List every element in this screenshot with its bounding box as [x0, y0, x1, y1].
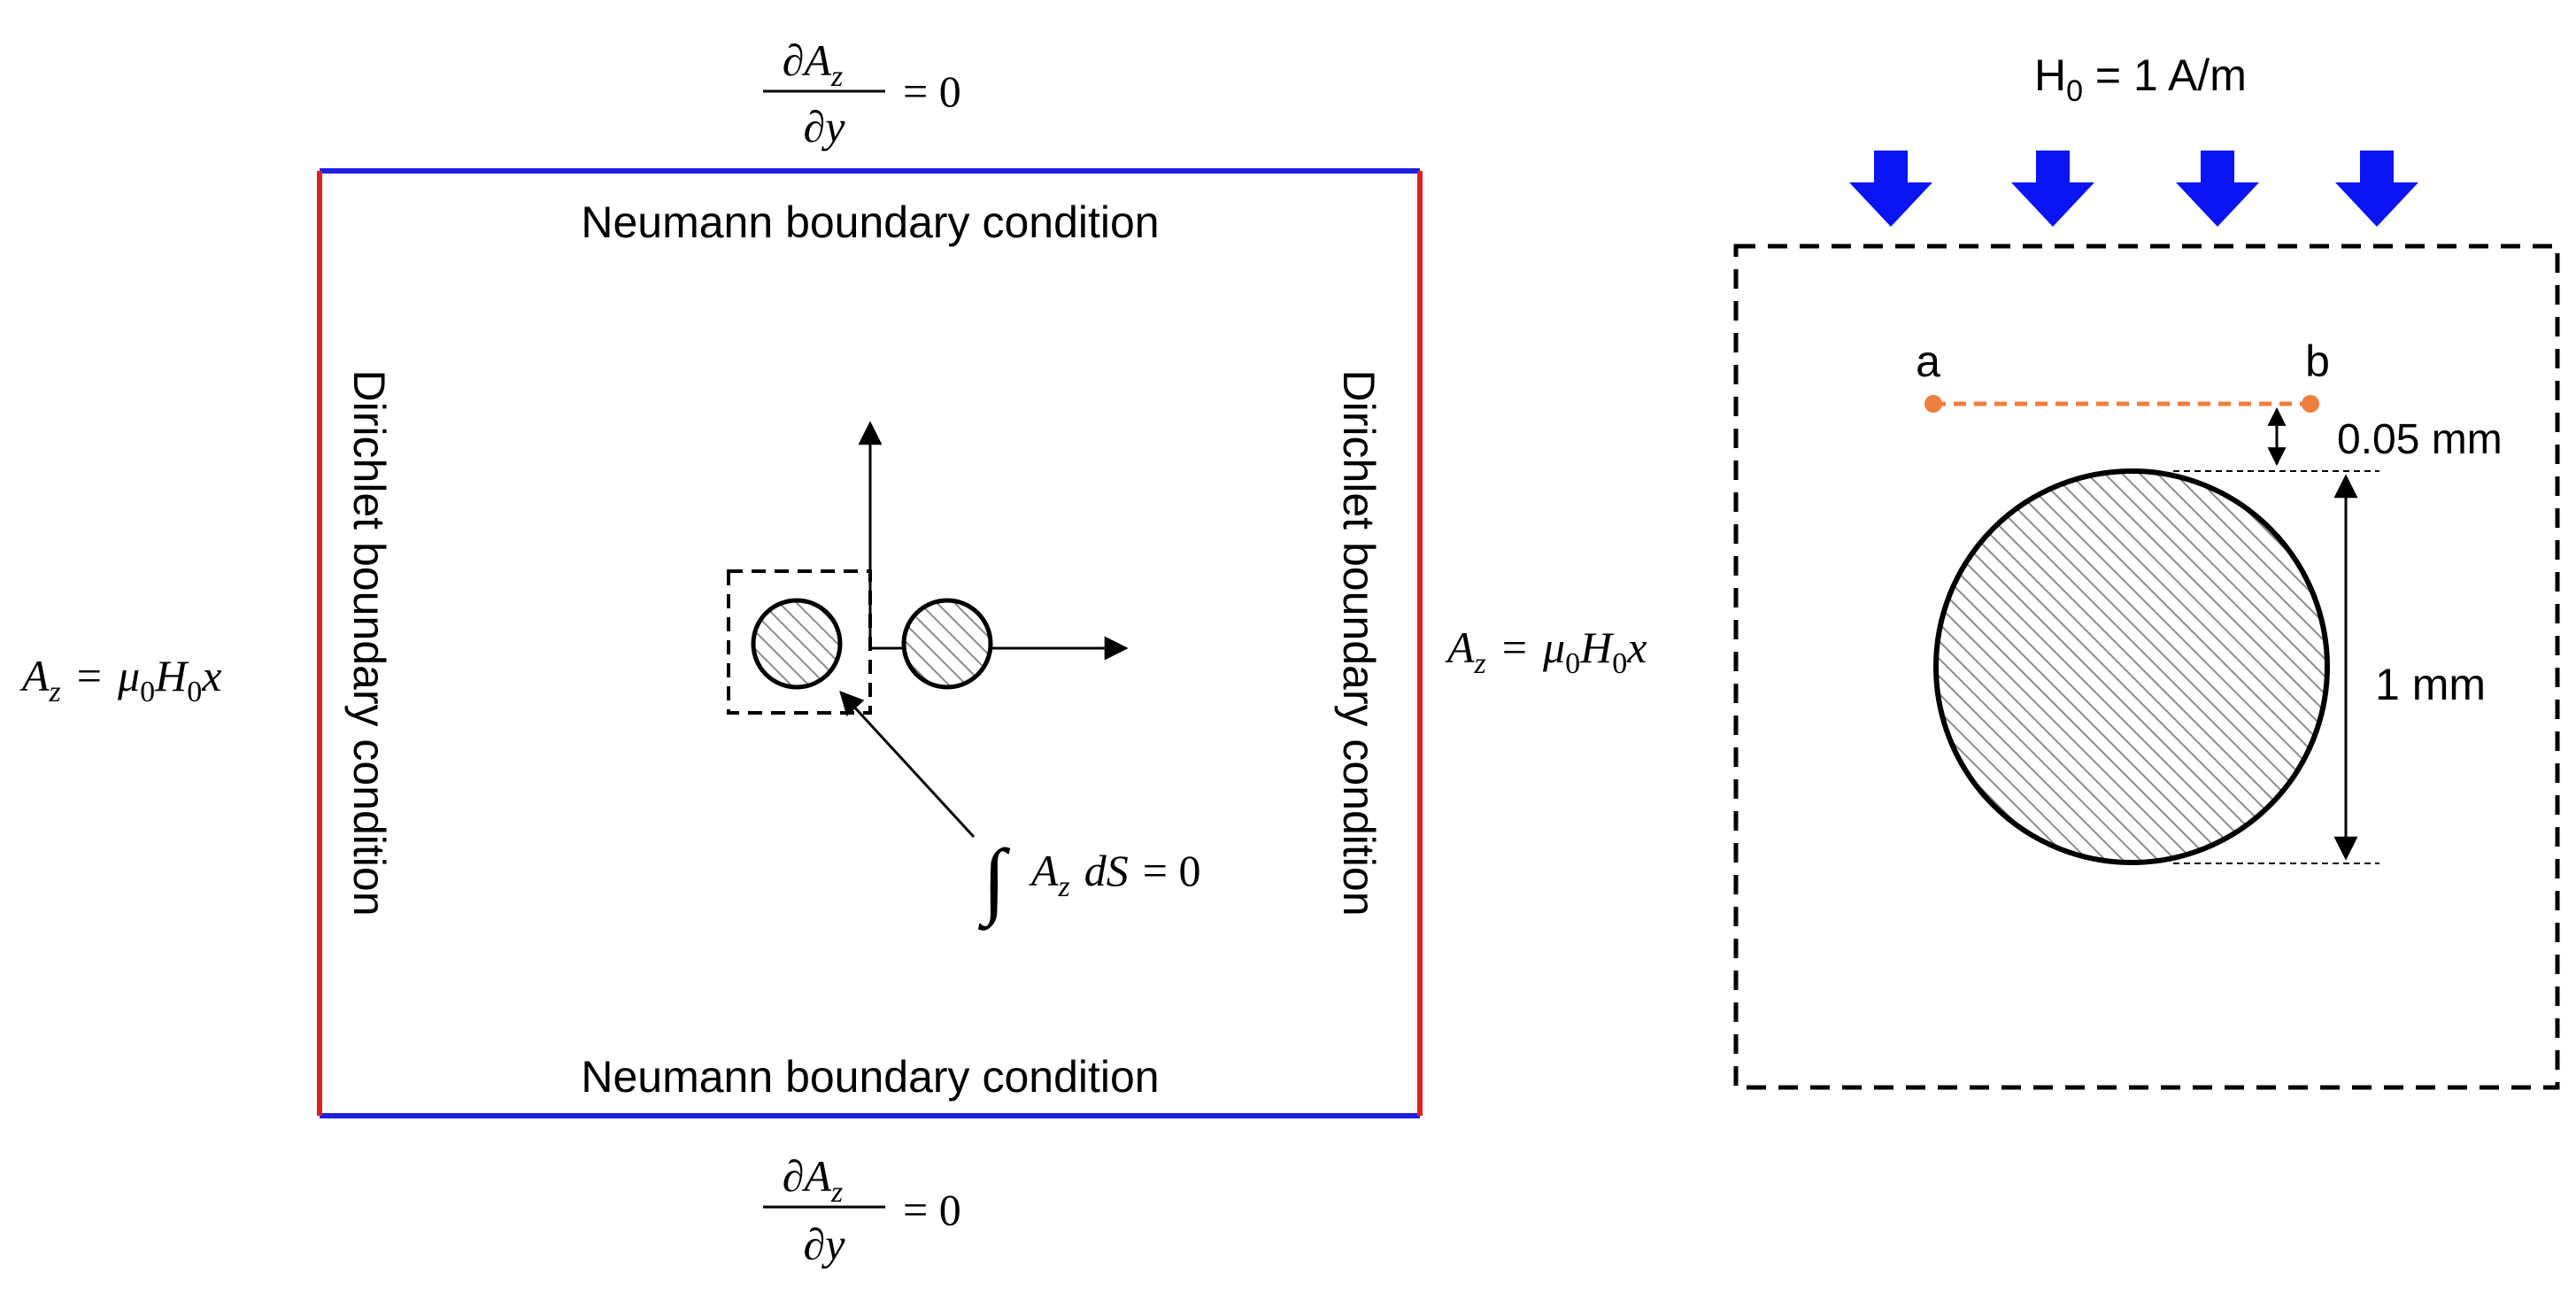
field-arrow-icon	[2176, 151, 2259, 227]
eq-equals: =	[77, 651, 102, 700]
int-ds: dS	[1084, 846, 1129, 895]
svg-text:∂Az: ∂Az	[783, 1151, 843, 1209]
eq-den: ∂y	[804, 102, 846, 151]
right-panel-boundary-equation: Az=μ0H0x	[1445, 623, 1647, 680]
conductor-cross-section	[1933, 468, 2330, 865]
eq-mu: μ	[1542, 623, 1565, 672]
constraint-pointer-arrow	[839, 691, 976, 839]
field-arrow-icon	[1849, 151, 1932, 227]
field-value: = 1 A/m	[2083, 50, 2247, 100]
eq-num: ∂A	[783, 1151, 832, 1201]
field-h-sub: 0	[2066, 74, 2083, 108]
eq-a-sub: z	[1474, 647, 1486, 680]
left-conductor	[751, 598, 843, 690]
eq-h-sub: 0	[1612, 647, 1627, 680]
point-a-label: a	[1916, 337, 1940, 386]
eq-h-sub: 0	[187, 676, 202, 708]
left-panel: ∂Az ∂y = 0 Neumann boundary condition Ne…	[19, 35, 1423, 1269]
field-arrows	[1849, 151, 2418, 227]
eq-num-sub: z	[830, 1176, 843, 1209]
eq-num: ∂A	[783, 35, 832, 85]
eq-x: x	[201, 651, 221, 700]
top-neumann-label: Neumann boundary condition	[581, 197, 1159, 247]
top-neumann-equation: ∂Az ∂y = 0	[763, 35, 961, 151]
field-arrow-icon	[2335, 151, 2418, 227]
simulation-domain-box	[1733, 244, 2560, 1090]
eq-den: ∂y	[804, 1219, 846, 1269]
field-arrow-icon	[2011, 151, 2094, 227]
eq-num-sub: z	[830, 60, 843, 93]
eq-a: A	[19, 651, 50, 700]
right-conductor	[901, 598, 993, 690]
int-a-sub: z	[1058, 870, 1070, 903]
integral-sign: ∫	[977, 832, 1011, 931]
svg-text:∂Az: ∂Az	[783, 35, 843, 93]
bottom-neumann-label: Neumann boundary condition	[581, 1052, 1159, 1102]
left-dirichlet-equation: Az=μ0H0x	[19, 651, 221, 708]
eq-h: H	[1579, 623, 1615, 672]
left-dirichlet-label: Dirichlet boundary condition	[344, 369, 394, 916]
probe-point-a	[1924, 395, 1942, 413]
eq-equals: =	[1502, 623, 1527, 672]
eq-h: H	[154, 651, 189, 700]
field-h: H	[2034, 50, 2066, 100]
right-panel: H0 = 1 A/m Az=μ0H0x a b 0.05 mm	[1445, 50, 2560, 1090]
eq-a: A	[1445, 623, 1475, 672]
gap-label: 0.05 mm	[2337, 416, 2503, 463]
constraint-region-box	[727, 569, 872, 715]
point-b-label: b	[2305, 337, 2330, 386]
field-strength-label: H0 = 1 A/m	[2034, 50, 2247, 108]
eq-rhs: = 0	[903, 1185, 961, 1234]
int-a: A	[1029, 846, 1059, 895]
eq-x: x	[1626, 623, 1647, 672]
diameter-label: 1 mm	[2375, 660, 2486, 709]
bottom-neumann-equation: ∂Az ∂y = 0	[763, 1151, 961, 1269]
right-dirichlet-label: Dirichlet boundary condition	[1334, 369, 1384, 916]
eq-rhs: = 0	[903, 66, 961, 116]
eq-a-sub: z	[49, 676, 61, 708]
eq-mu: μ	[117, 651, 140, 700]
probe-point-b	[2302, 395, 2319, 413]
eq-mu-sub: 0	[1565, 647, 1580, 680]
eq-mu-sub: 0	[140, 676, 155, 708]
int-rhs: = 0	[1143, 846, 1201, 895]
